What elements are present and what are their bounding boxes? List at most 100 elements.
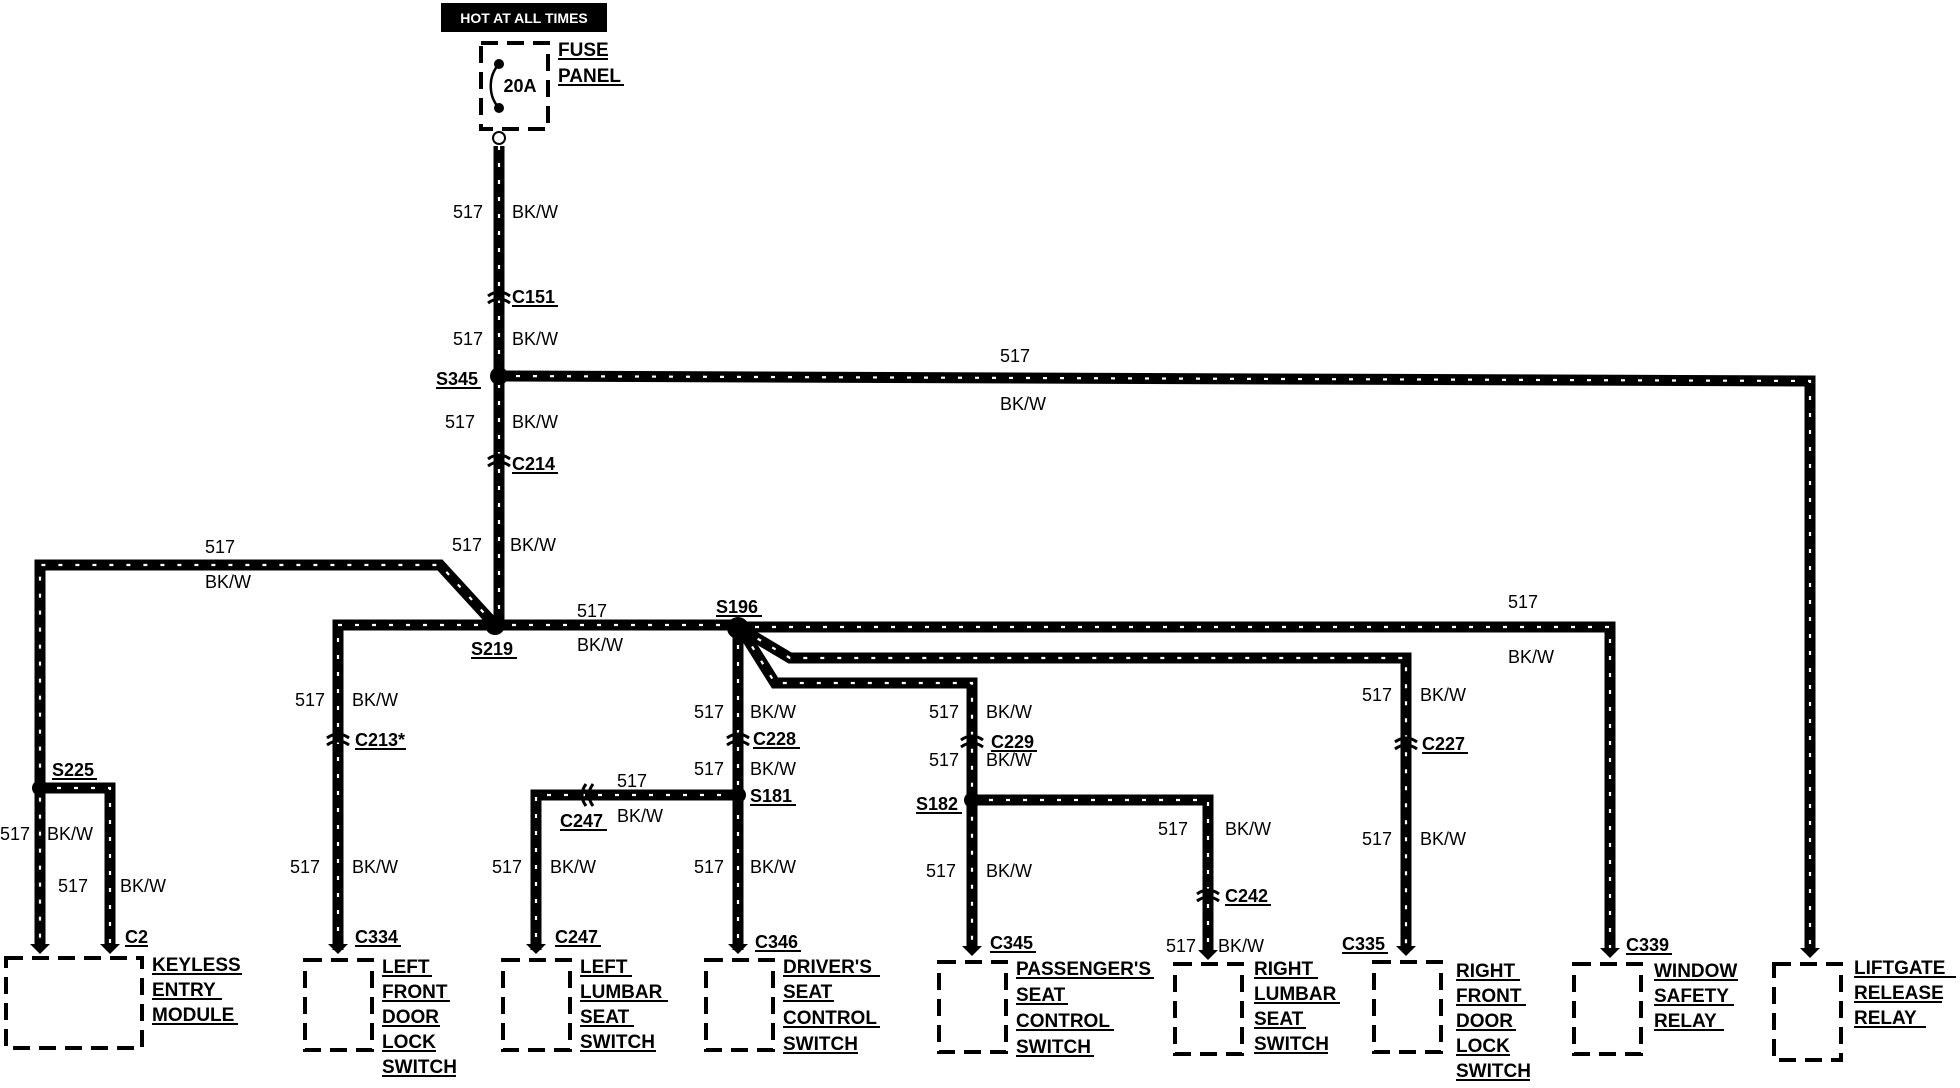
left-front-door-lock-switch-box [303,958,374,1052]
wire-num-llum-1: 517 [617,771,647,791]
wire-keyless-main [34,559,500,948]
pass-connector: C345 [990,933,1033,953]
wire-color-trunk-4: BK/W [510,535,556,555]
wire-color-ldl-2: BK/W [352,857,398,877]
wire-num-ldl-2: 517 [290,857,320,877]
wire-passenger-seat [738,629,978,950]
right-lumbar-seat-switch-box [1173,962,1244,1056]
fuse-panel: 20A FUSE PANEL [479,40,624,145]
keyless-name-3: MODULE [152,1005,234,1026]
rlum-name-3: SEAT [1254,1009,1304,1030]
wire-color-pass-2: BK/W [986,750,1032,770]
label-s225: S225 [52,760,94,780]
wire-color-keyless-3: BK/W [120,876,166,896]
wire-num-drv-3: 517 [694,857,724,877]
wire-color-drv-1: BK/W [750,702,796,722]
connector-c242-icon [1196,888,1220,903]
fuse-element-icon [489,63,500,109]
label-s182: S182 [916,794,958,814]
wires [34,146,1816,950]
hot-label: HOT AT ALL TIMES [460,10,588,26]
wire-num-rlum-1: 517 [1158,819,1188,839]
drv-name-2: SEAT [783,982,833,1003]
wire-color-llum-2: BK/W [550,857,596,877]
left-lumbar-seat-switch-box [501,958,572,1052]
llum-connector: C247 [555,927,598,947]
wire-color-trunk-1: BK/W [512,202,558,222]
label-c247-mid: C247 [560,811,603,831]
splice-dot-s345 [490,367,508,385]
rdl-name-1: RIGHT [1456,961,1516,982]
wire-color-trunk-3: BK/W [512,412,558,432]
ldl-connector: C334 [355,927,398,947]
liftgate-release-relay-box [1772,962,1843,1062]
keyless-entry-module-box [4,956,144,1050]
lgr-name-3: RELAY [1854,1008,1917,1029]
label-c213: C213* [355,730,405,750]
wire-num-trunk-1: 517 [453,202,483,222]
wire-left-door-lock [332,619,495,950]
wire-color-s219-s196: BK/W [577,635,623,655]
rdl-name-2: FRONT [1456,986,1522,1007]
wire-color-pass-3: BK/W [986,861,1032,881]
drv-name-3: CONTROL [783,1008,877,1029]
drv-connector: C346 [755,932,798,952]
wire-color-ldl-1: BK/W [352,690,398,710]
llum-name-3: SEAT [580,1007,630,1028]
passengers-seat-control-switch-box [937,960,1008,1054]
wire-num-rdl-2: 517 [1362,829,1392,849]
label-c242: C242 [1225,886,1268,906]
wire-window-safety [738,621,1616,950]
llum-name-1: LEFT [580,957,628,978]
label-s181: S181 [750,786,792,806]
wire-num-pass-3: 517 [926,861,956,881]
component-labels: C2 KEYLESS ENTRY MODULE C334 LEFT FRONT … [125,927,1956,1082]
splice-dot-s181 [730,787,746,803]
wire-num-trunk-2: 517 [453,329,483,349]
reference-labels: C151 S345 C214 S219 S196 S181 S182 S225 … [52,287,1468,906]
rlum-name-2: LUMBAR [1254,984,1337,1005]
wire-num-trunk-3: 517 [445,412,475,432]
wire-num-pass-1: 517 [929,702,959,722]
wire-num-window: 517 [1508,592,1538,612]
label-c151: C151 [512,287,555,307]
wire-color-keyless-2: BK/W [47,824,93,844]
label-c228: C228 [753,729,796,749]
ldl-name-3: DOOR [382,1007,439,1028]
wire-stripes [38,146,1812,950]
pass-name-2: SEAT [1016,985,1066,1006]
pass-name-3: CONTROL [1016,1011,1110,1032]
wire-num-drv-1: 517 [694,702,724,722]
wire-num-s219-s196: 517 [577,601,607,621]
lgr-name-1: LIFTGATE [1854,958,1945,979]
label-s345: S345 [436,369,478,389]
drv-name-4: SWITCH [783,1034,858,1055]
wire-num-keyless-2: 517 [0,824,30,844]
ldl-name-4: LOCK [382,1032,436,1053]
wire-num-trunk-4: 517 [452,535,482,555]
wire-num-drv-2: 517 [694,759,724,779]
fuse-panel-label-1: FUSE [558,40,609,61]
connector-c214-icon [487,453,511,468]
splice-dot-s219 [485,615,505,635]
rlum-name-1: RIGHT [1254,959,1314,980]
wire-num-pass-2: 517 [929,750,959,770]
wire-color-keyless: BK/W [205,572,251,592]
pass-name-1: PASSENGER'S [1016,959,1151,980]
wire-labels: 517 BK/W 517 BK/W 517 BK/W 517 BK/W 517 … [0,202,1554,956]
wire-right-lumbar [972,794,1214,950]
rdl-name-4: LOCK [1456,1036,1510,1057]
pass-name-4: SWITCH [1016,1037,1091,1058]
splice-dot-s196 [727,617,749,639]
inline-connectors [326,290,1418,903]
splice-dot-s225 [32,780,48,796]
wsr-name-2: SAFETY [1654,986,1729,1007]
rlum-name-4: SWITCH [1254,1034,1329,1055]
keyless-name-1: KEYLESS [152,955,241,976]
rdl-name-3: DOOR [1456,1011,1513,1032]
connector-c247-mid-icon [580,783,595,807]
splice-dots [32,367,980,808]
keyless-name-2: ENTRY [152,980,216,1001]
wire-color-rlum-2: BK/W [1218,936,1264,956]
